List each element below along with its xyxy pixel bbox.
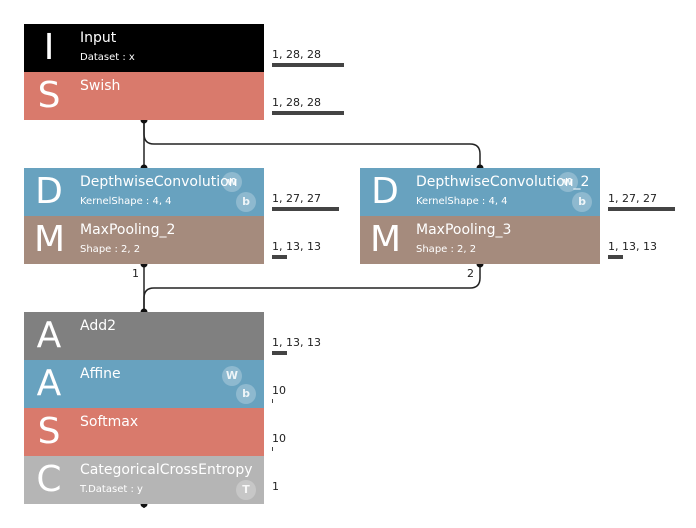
layer-type-letter: S: [37, 75, 61, 116]
layer-param: Dataset : x: [80, 52, 135, 63]
wire-maxpool3-to-add2: [143, 264, 481, 312]
layer-type-letter: D: [35, 171, 63, 212]
layer-name: MaxPooling_3: [416, 222, 512, 238]
output-size-bar: [272, 351, 287, 355]
output-shape-label: 10: [272, 432, 286, 445]
layer-param: Shape : 2, 2: [80, 244, 141, 255]
bias-param-icon: b: [572, 192, 592, 212]
layer-type-letter: S: [37, 411, 61, 452]
layer-param: Shape : 2, 2: [416, 244, 477, 255]
output-shape-label: 1, 27, 27: [608, 192, 657, 205]
output-size-bar: [272, 63, 344, 67]
layer-maxpooling-3[interactable]: M MaxPooling_3 Shape : 2, 2: [360, 216, 600, 264]
layer-type-letter: I: [43, 27, 55, 68]
weight-param-icon: w: [558, 172, 578, 192]
layer-name: CategoricalCrossEntropy: [80, 462, 253, 478]
layer-type-letter: M: [370, 219, 402, 260]
layer-affine[interactable]: A Affine W b: [24, 360, 264, 408]
layer-add2[interactable]: A Add2: [24, 312, 264, 360]
layer-maxpooling-2[interactable]: M MaxPooling_2 Shape : 2, 2: [24, 216, 264, 264]
output-shape-label: 10: [272, 384, 286, 397]
output-size-bar: [272, 111, 344, 115]
output-shape-label: 1, 13, 13: [272, 336, 321, 349]
layer-depthwise-convolution-2[interactable]: D DepthwiseConvolution_2 KernelShape : 4…: [360, 168, 600, 216]
layer-type-letter: A: [36, 315, 62, 356]
wire-swish-to-dwconv2: [143, 120, 481, 168]
layer-name: Affine: [80, 366, 121, 382]
layer-input[interactable]: I Input Dataset : x: [24, 24, 264, 72]
layer-categorical-cross-entropy[interactable]: C CategoricalCrossEntropy T.Dataset : y …: [24, 456, 264, 504]
layer-name: Softmax: [80, 414, 139, 430]
layer-name: Input: [80, 30, 117, 46]
layer-type-letter: C: [36, 459, 62, 500]
layer-name: MaxPooling_2: [80, 222, 176, 238]
input-index-label: 2: [467, 267, 474, 280]
output-shape-label: 1, 27, 27: [272, 192, 321, 205]
layer-type-letter: A: [36, 363, 62, 404]
output-shape-label: 1, 13, 13: [608, 240, 657, 253]
layer-param: KernelShape : 4, 4: [80, 196, 172, 207]
bias-param-icon: b: [236, 192, 256, 212]
weight-param-icon: w: [222, 172, 242, 192]
target-param-icon: T: [236, 480, 256, 500]
layer-param: KernelShape : 4, 4: [416, 196, 508, 207]
input-index-label: 1: [132, 267, 139, 280]
output-size-bar: [272, 399, 273, 403]
output-shape-label: 1, 28, 28: [272, 96, 321, 109]
layer-name: Add2: [80, 318, 117, 334]
layer-type-letter: D: [371, 171, 399, 212]
output-shape-label: 1, 13, 13: [272, 240, 321, 253]
output-shape-label: 1: [272, 480, 279, 493]
layer-type-letter: M: [34, 219, 66, 260]
layer-name: Swish: [80, 78, 121, 94]
layer-depthwise-convolution[interactable]: D DepthwiseConvolution KernelShape : 4, …: [24, 168, 264, 216]
bias-param-icon: b: [236, 384, 256, 404]
output-size-bar: [608, 255, 623, 259]
layer-softmax[interactable]: S Softmax: [24, 408, 264, 456]
layer-param: T.Dataset : y: [80, 484, 143, 495]
output-shape-label: 1, 28, 28: [272, 48, 321, 61]
weight-param-icon: W: [222, 366, 242, 386]
layer-name: DepthwiseConvolution: [80, 174, 238, 190]
output-size-bar: [272, 207, 339, 211]
output-size-bar: [272, 447, 273, 451]
layer-name: DepthwiseConvolution_2: [416, 174, 590, 190]
layer-swish[interactable]: S Swish: [24, 72, 264, 120]
output-size-bar: [608, 207, 675, 211]
output-size-bar: [272, 255, 287, 259]
